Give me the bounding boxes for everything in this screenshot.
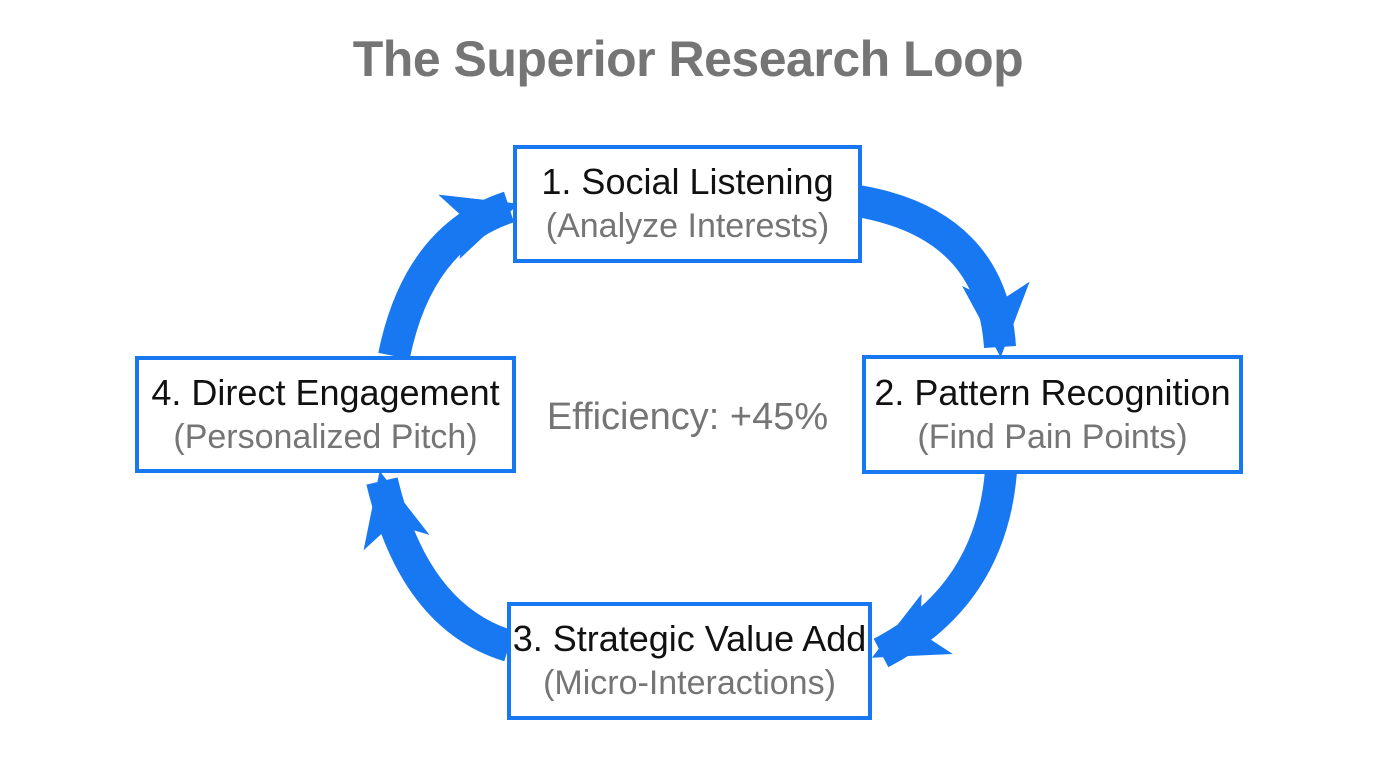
node-box-direct-engagement: 4. Direct Engagement (Personalized Pitch…	[135, 356, 516, 473]
node-label: 4. Direct Engagement	[151, 371, 500, 413]
node-sublabel: (Micro-Interactions)	[543, 664, 836, 703]
node-sublabel: (Find Pain Points)	[917, 417, 1188, 456]
node-label: 1. Social Listening	[541, 161, 834, 203]
node-sublabel: (Personalized Pitch)	[173, 417, 478, 456]
node-box-pattern-recognition: 2. Pattern Recognition (Find Pain Points…	[862, 355, 1243, 474]
curved-arrow-2-to-3-icon	[871, 469, 1017, 668]
node-box-social-listening: 1. Social Listening (Analyze Interests)	[513, 145, 862, 263]
node-box-strategic-value-add: 3. Strategic Value Add (Micro-Interactio…	[507, 602, 872, 720]
node-sublabel: (Analyze Interests)	[545, 207, 830, 246]
node-label: 3. Strategic Value Add	[512, 618, 867, 660]
efficiency-metric-label: Efficiency: +45%	[546, 396, 829, 438]
curved-arrow-4-to-1-icon	[378, 191, 519, 360]
curved-arrow-1-to-2-icon	[855, 185, 1030, 358]
curved-arrow-3-to-4-icon	[363, 470, 515, 662]
diagram-title: The Superior Research Loop	[352, 31, 1024, 87]
node-label: 2. Pattern Recognition	[874, 371, 1231, 413]
